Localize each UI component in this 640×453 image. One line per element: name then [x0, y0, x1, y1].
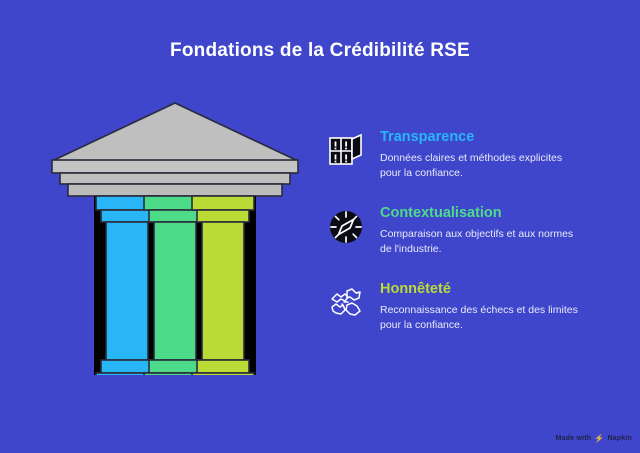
- watermark-brand: Napkin: [607, 435, 632, 442]
- page-title: Fondations de la Crédibilité RSE: [170, 40, 470, 61]
- handshake-icon: [328, 285, 364, 321]
- temple-entablature-top: [51, 159, 299, 174]
- temple-pediment: [51, 102, 299, 162]
- temple-illustration: [30, 95, 310, 432]
- temple-column-contextualisation: [143, 195, 207, 386]
- feature-list: Transparence Données claires et méthodes…: [328, 129, 618, 358]
- bolt-icon: ⚡: [594, 434, 605, 443]
- feature-description: Comparaison aux objectifs et aux normes …: [380, 227, 574, 255]
- compass-icon: [328, 209, 364, 245]
- feature-title: Honnêteté: [380, 281, 451, 297]
- feature-item-transparence: Transparence Données claires et méthodes…: [328, 129, 618, 192]
- feature-item-honnetete: Honnêteté Reconnaissance des échecs et d…: [328, 281, 618, 344]
- temple-entablature-mid: [59, 172, 291, 185]
- temple-column-honnetete: [191, 195, 255, 386]
- watermark-prefix: Made with: [555, 435, 592, 442]
- feature-item-contextualisation: Contextualisation Comparaison aux object…: [328, 205, 618, 268]
- feature-title: Contextualisation: [380, 205, 502, 221]
- window-panes-icon: [328, 133, 364, 169]
- temple-entablature-bottom: [67, 183, 283, 197]
- watermark: Made with ⚡ Napkin: [556, 434, 632, 443]
- feature-title: Transparence: [380, 129, 475, 145]
- feature-description: Reconnaissance des échecs et des limites…: [380, 303, 578, 331]
- temple-column-transparence: [95, 195, 159, 386]
- feature-description: Données claires et méthodes explicites p…: [380, 151, 563, 179]
